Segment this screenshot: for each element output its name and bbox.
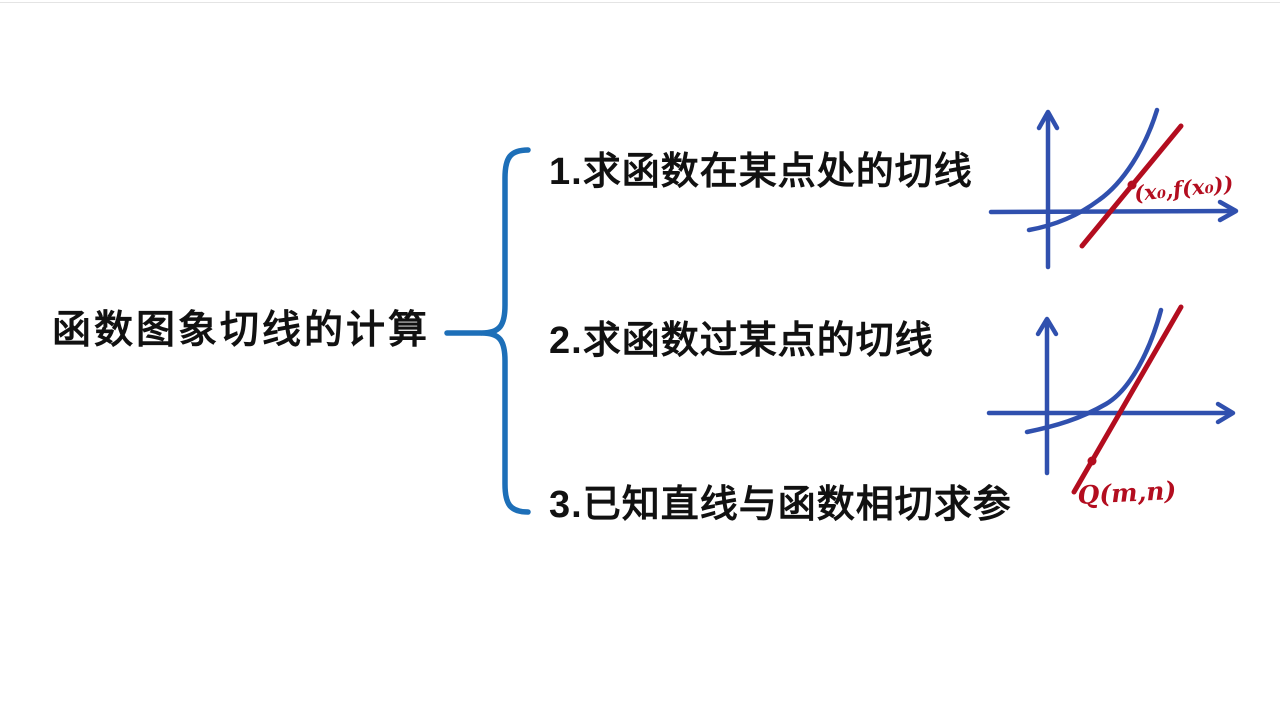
brace-shape [479, 147, 531, 515]
function-curve [1024, 307, 1164, 435]
figure-tangent-through-point: Q(m,n) [986, 304, 1236, 510]
top-divider [0, 2, 1280, 3]
external-point-label: Q(m,n) [1077, 476, 1177, 510]
curly-brace [444, 147, 531, 515]
branch-item-3: 3.已知直线与函数相切求参 [549, 484, 1012, 526]
external-point-dot [1087, 456, 1097, 466]
x-axis-arrow-icon [1215, 401, 1236, 425]
main-topic-title: 函数图象切线的计算 [52, 309, 431, 352]
branch-item-2: 2.求函数过某点的切线 [549, 320, 934, 362]
branch-item-1: 1.求函数在某点处的切线 [549, 151, 973, 193]
tangent-point-dot [1127, 180, 1137, 190]
function-curve [1026, 107, 1160, 233]
y-axis-arrow-icon [1036, 109, 1060, 131]
x-axis-arrow-icon [1217, 199, 1239, 223]
y-axis-arrow-icon [1035, 316, 1059, 337]
figure-tangent-at-point: (x₀,f(x₀)) [988, 107, 1239, 270]
